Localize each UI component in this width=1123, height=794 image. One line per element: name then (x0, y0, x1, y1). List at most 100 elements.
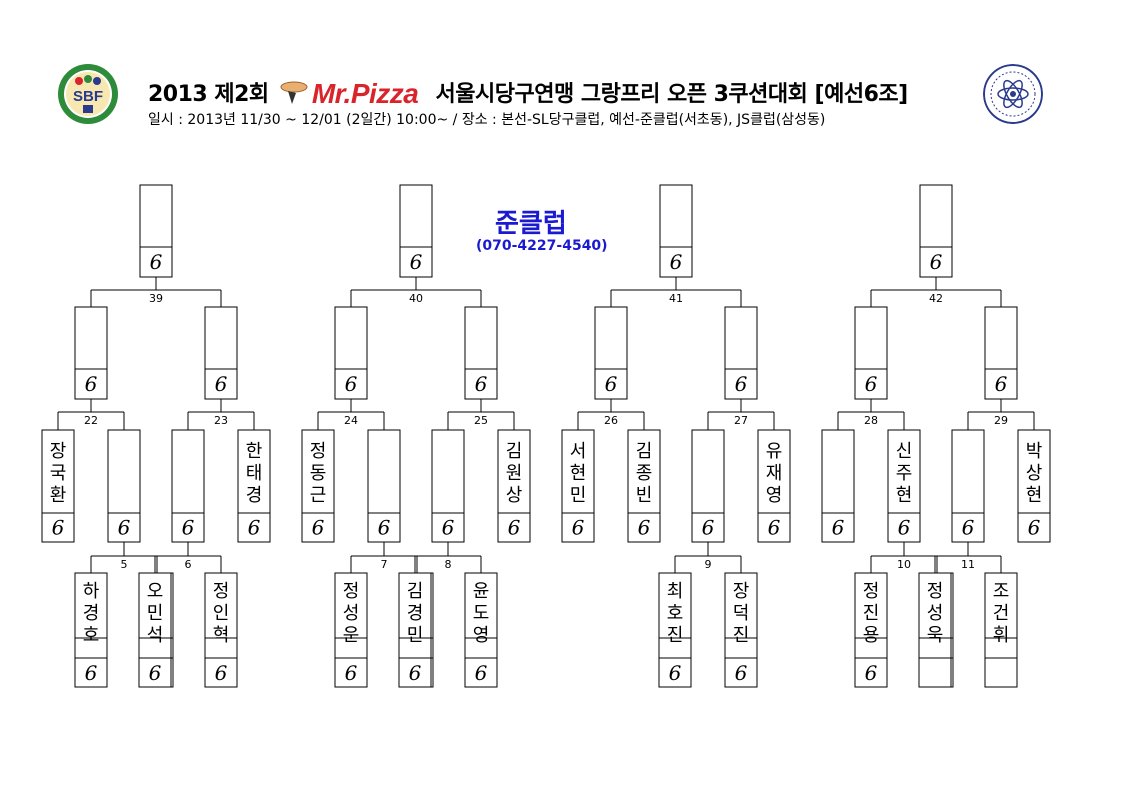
score-value: 6 (995, 372, 1008, 396)
score-value: 6 (378, 516, 391, 540)
score-value: 6 (605, 372, 618, 396)
event-schedule: 일시 : 2013년 11/30 ~ 12/01 (2일간) 10:00~ / … (148, 112, 826, 128)
match-number: 9 (705, 558, 712, 571)
match-number: 40 (409, 292, 423, 305)
match-number: 10 (897, 558, 911, 571)
sponsor-brand: Mr.Pizza (280, 78, 419, 110)
prelim-box (138, 572, 172, 688)
match-number: 39 (149, 292, 163, 305)
score-value: 6 (85, 372, 98, 396)
semifinal-box (594, 306, 628, 400)
score-value: 6 (52, 516, 65, 540)
score-value: 6 (865, 661, 878, 685)
final-box (919, 184, 953, 278)
score-value: 6 (572, 516, 585, 540)
match-number: 25 (474, 414, 488, 427)
score-value: 6 (669, 661, 682, 685)
score-value: 6 (215, 661, 228, 685)
venue-name: 준클럽 (495, 209, 567, 239)
score-value: 6 (345, 372, 358, 396)
score-value: 6 (962, 516, 975, 540)
round-box (497, 429, 531, 543)
prelim-box (334, 572, 368, 688)
match-number: 27 (734, 414, 748, 427)
match-number: 26 (604, 414, 618, 427)
score-value: 6 (182, 516, 195, 540)
prelim-box (204, 572, 238, 688)
score-value: 6 (670, 250, 683, 274)
final-box (399, 184, 433, 278)
match-number: 5 (121, 558, 128, 571)
prelim-box (658, 572, 692, 688)
score-value: 6 (85, 661, 98, 685)
match-number: 23 (214, 414, 228, 427)
score-value: 6 (312, 516, 325, 540)
semifinal-box (464, 306, 498, 400)
prelim-box (464, 572, 498, 688)
prelim-box (398, 572, 432, 688)
round-box (301, 429, 335, 543)
score-value: 6 (149, 661, 162, 685)
score-value: 6 (118, 516, 131, 540)
score-value: 6 (442, 516, 455, 540)
semifinal-box (204, 306, 238, 400)
prelim-box (724, 572, 758, 688)
match-number: 7 (381, 558, 388, 571)
title-event: 서울시당구연맹 그랑프리 오픈 3쿠션대회 [예선6조] (435, 82, 909, 107)
round-box (431, 429, 465, 543)
prelim-box (854, 572, 888, 688)
match-number: 24 (344, 414, 358, 427)
venue-phone: (070-4227-4540) (476, 238, 608, 254)
match-number: 42 (929, 292, 943, 305)
score-value: 6 (898, 516, 911, 540)
round-box (887, 429, 921, 543)
match-number: 28 (864, 414, 878, 427)
match-number: 11 (961, 558, 975, 571)
score-value: 6 (930, 250, 943, 274)
round-box (1017, 429, 1051, 543)
prelim-box (918, 572, 952, 688)
score-value: 6 (1028, 516, 1041, 540)
match-number: 8 (445, 558, 452, 571)
title-edition: 2013 제2회 (148, 82, 269, 107)
prelim-box (74, 572, 108, 688)
score-value: 6 (865, 372, 878, 396)
association-seal-icon (983, 64, 1043, 124)
score-value: 6 (475, 661, 488, 685)
match-number: 29 (994, 414, 1008, 427)
round-box (757, 429, 791, 543)
round-box (107, 429, 141, 543)
score-value: 6 (150, 250, 163, 274)
score-value: 6 (735, 661, 748, 685)
sbf-logo-icon: SBF (58, 64, 118, 124)
document-title: 2013 제2회 Mr.Pizza 서울시당구연맹 그랑프리 오픈 3쿠션대회 … (148, 76, 908, 110)
round-box (821, 429, 855, 543)
round-box (41, 429, 75, 543)
semifinal-box (984, 306, 1018, 400)
match-number: 22 (84, 414, 98, 427)
sponsor-brand-text: Mr.Pizza (311, 78, 419, 109)
match-number: 41 (669, 292, 683, 305)
score-value: 6 (735, 372, 748, 396)
match-number: 6 (185, 558, 192, 571)
score-value: 6 (768, 516, 781, 540)
score-value: 6 (248, 516, 261, 540)
score-value: 6 (832, 516, 845, 540)
round-box (561, 429, 595, 543)
score-value: 6 (215, 372, 228, 396)
score-value: 6 (508, 516, 521, 540)
document-header: SBF 2013 제2회 Mr.Pizza 서울시당구연맹 그랑프리 오픈 3쿠… (0, 0, 1123, 150)
